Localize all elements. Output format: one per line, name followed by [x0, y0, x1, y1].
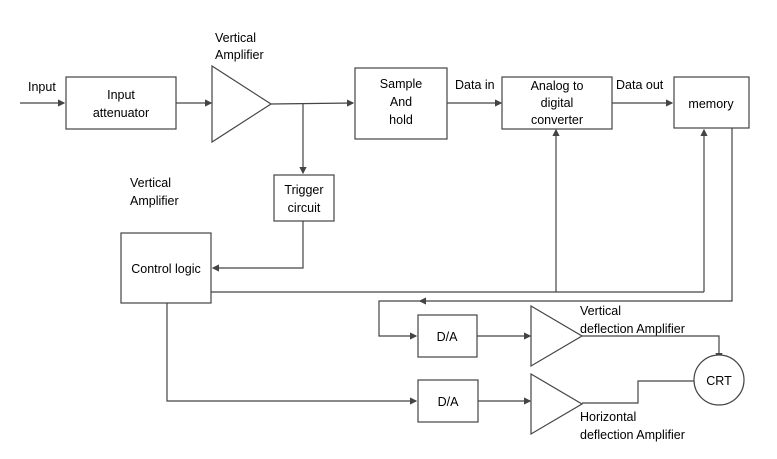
wire-loop-to-da-v: [378, 300, 422, 340]
adc-block: Analog to digital converter: [501, 76, 613, 130]
vertical-amplifier-triangle: [211, 64, 273, 144]
sample-hold-label-2: And: [390, 95, 412, 109]
control-logic-label: Control logic: [131, 262, 200, 276]
trigger-label-2: circuit: [288, 201, 321, 215]
wire-trigger-to-control: [211, 221, 304, 272]
wire-control-to-dah: [166, 303, 418, 405]
data-out-label: Data out: [616, 78, 664, 92]
connections: [20, 99, 733, 405]
input-attenuator-block: Input attenuator: [65, 76, 177, 130]
memory-label: memory: [688, 97, 734, 111]
da-vertical-label: D/A: [437, 330, 459, 344]
adc-label-3: converter: [531, 113, 583, 127]
vertical-deflection-label-1: Vertical: [580, 304, 621, 318]
da-vertical-block: D/A: [417, 314, 478, 358]
vertical-amplifier-left-label-1: Vertical: [130, 176, 171, 190]
memory-block: memory: [673, 76, 750, 129]
input-attenuator-label-2: attenuator: [93, 106, 149, 120]
horizontal-deflection-label-1: Horizontal: [580, 410, 636, 424]
vertical-deflection-label-2: deflection Amplifier: [580, 322, 685, 336]
trigger-circuit-block: Trigger circuit: [273, 174, 335, 222]
sample-hold-label-3: hold: [389, 113, 413, 127]
wire-hamp-to-crt: [582, 380, 695, 404]
horizontal-deflection-label-2: deflection Amplifier: [580, 428, 685, 442]
sample-hold-label-1: Sample: [380, 77, 422, 91]
vertical-amplifier-label-2: Amplifier: [215, 48, 264, 62]
input-attenuator-label-1: Input: [107, 88, 135, 102]
wire-amp-to-sh: [270, 99, 355, 107]
sample-hold-block: Sample And hold: [354, 67, 448, 140]
control-logic-block: Control logic: [120, 232, 212, 304]
vertical-amplifier-label-1: Vertical: [215, 31, 256, 45]
input-label: Input: [28, 80, 56, 94]
data-in-label: Data in: [455, 78, 495, 92]
adc-label-1: Analog to: [531, 79, 584, 93]
da-horizontal-label: D/A: [438, 395, 460, 409]
da-horizontal-block: D/A: [417, 379, 479, 423]
adc-label-2: digital: [541, 96, 574, 110]
vertical-deflection-amplifier-triangle: [530, 304, 584, 368]
trigger-label-1: Trigger: [284, 183, 323, 197]
wire-memory-to-da: [418, 128, 733, 305]
crt-block: CRT: [693, 354, 745, 406]
vertical-amplifier-left-label-2: Amplifier: [130, 194, 179, 208]
horizontal-deflection-amplifier-triangle: [530, 372, 584, 436]
wire-vamp-to-crt: [582, 335, 723, 361]
crt-label: CRT: [706, 374, 732, 388]
